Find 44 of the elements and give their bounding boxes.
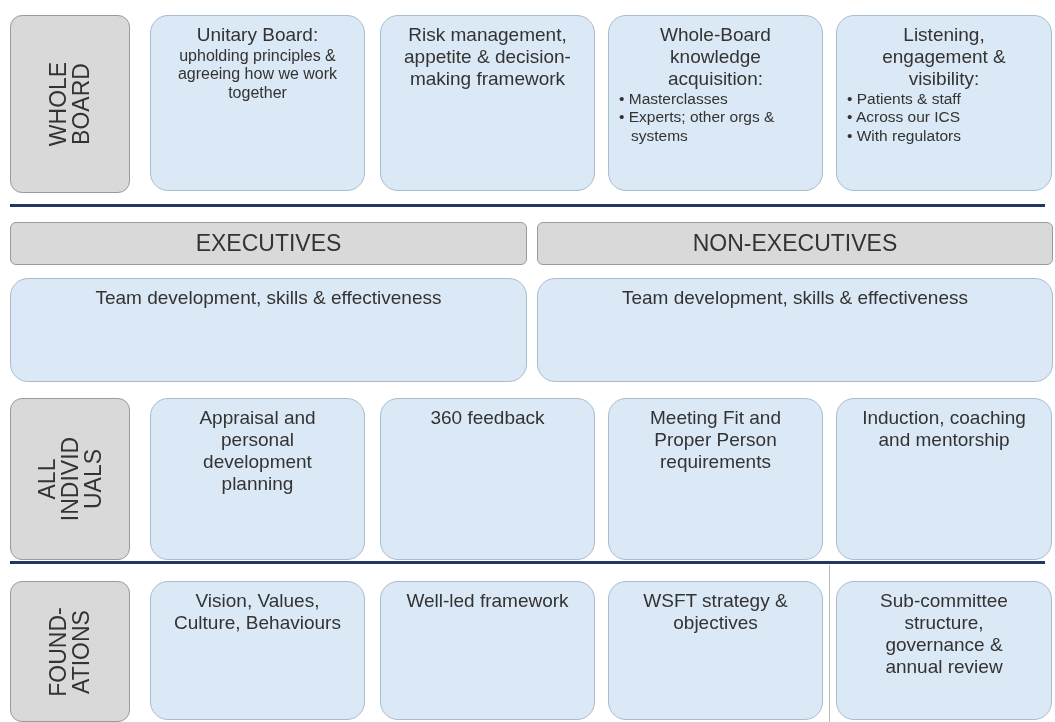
row-label-panel — [10, 15, 130, 193]
bullet-item: • Across our ICS — [847, 108, 962, 127]
card-heading: Induction, coaching and mentorship — [861, 407, 1027, 451]
topic-card — [380, 581, 595, 720]
row-label-panel — [10, 398, 130, 560]
row-label: FOUND- ATIONS — [47, 605, 93, 699]
topic-card — [150, 15, 365, 191]
card-heading: Team development, skills & effectiveness — [94, 287, 443, 309]
card-heading: Vision, Values, Culture, Behaviours — [173, 590, 342, 634]
card-heading: Risk management, appetite & decision-making framework — [403, 24, 572, 90]
topic-card — [150, 398, 365, 560]
topic-card — [836, 15, 1052, 191]
row-label: EXECUTIVES — [195, 230, 342, 257]
topic-card — [380, 15, 595, 191]
group-header-bar — [10, 222, 527, 265]
topic-card — [608, 398, 823, 560]
row-label: NON-EXECUTIVES — [692, 230, 898, 257]
bullet-item: • With regulators — [847, 126, 962, 146]
card-heading: Team development, skills & effectiveness — [620, 287, 969, 309]
card-heading: Sub-committee structure, governance & annual review — [879, 590, 1009, 678]
card-heading: Appraisal and personal development planning — [198, 407, 317, 495]
row-label: ALL INDIVID UALS — [35, 435, 105, 524]
card-heading: Well-led framework — [405, 590, 570, 612]
topic-card — [150, 581, 365, 720]
card-heading: Meeting Fit and Proper Person requirements — [649, 407, 782, 473]
topic-card — [608, 15, 823, 191]
topic-card — [836, 581, 1052, 720]
card-heading: 360 feedback — [429, 407, 546, 429]
bullet-item: • Experts; other orgs & systems — [619, 108, 776, 146]
topic-card — [537, 278, 1053, 382]
card-heading: WSFT strategy & objectives — [642, 590, 789, 634]
bullet-item: • Masterclasses — [619, 89, 729, 109]
row-label-panel — [10, 581, 130, 722]
topic-card — [836, 398, 1052, 560]
bullet-item: • Patients & staff — [847, 89, 962, 109]
card-heading: Whole-Board knowledge acquisition: — [659, 24, 772, 90]
topic-card — [608, 581, 823, 720]
topic-card — [380, 398, 595, 560]
row-label: WHOLE BOARD — [47, 60, 93, 149]
topic-card — [10, 278, 527, 382]
group-header-bar — [537, 222, 1053, 265]
card-text: upholding principles & agreeing how we work together — [176, 46, 339, 102]
card-heading: Unitary Board: — [195, 24, 320, 46]
card-heading: Listening, engagement & visibility: — [881, 24, 1007, 90]
